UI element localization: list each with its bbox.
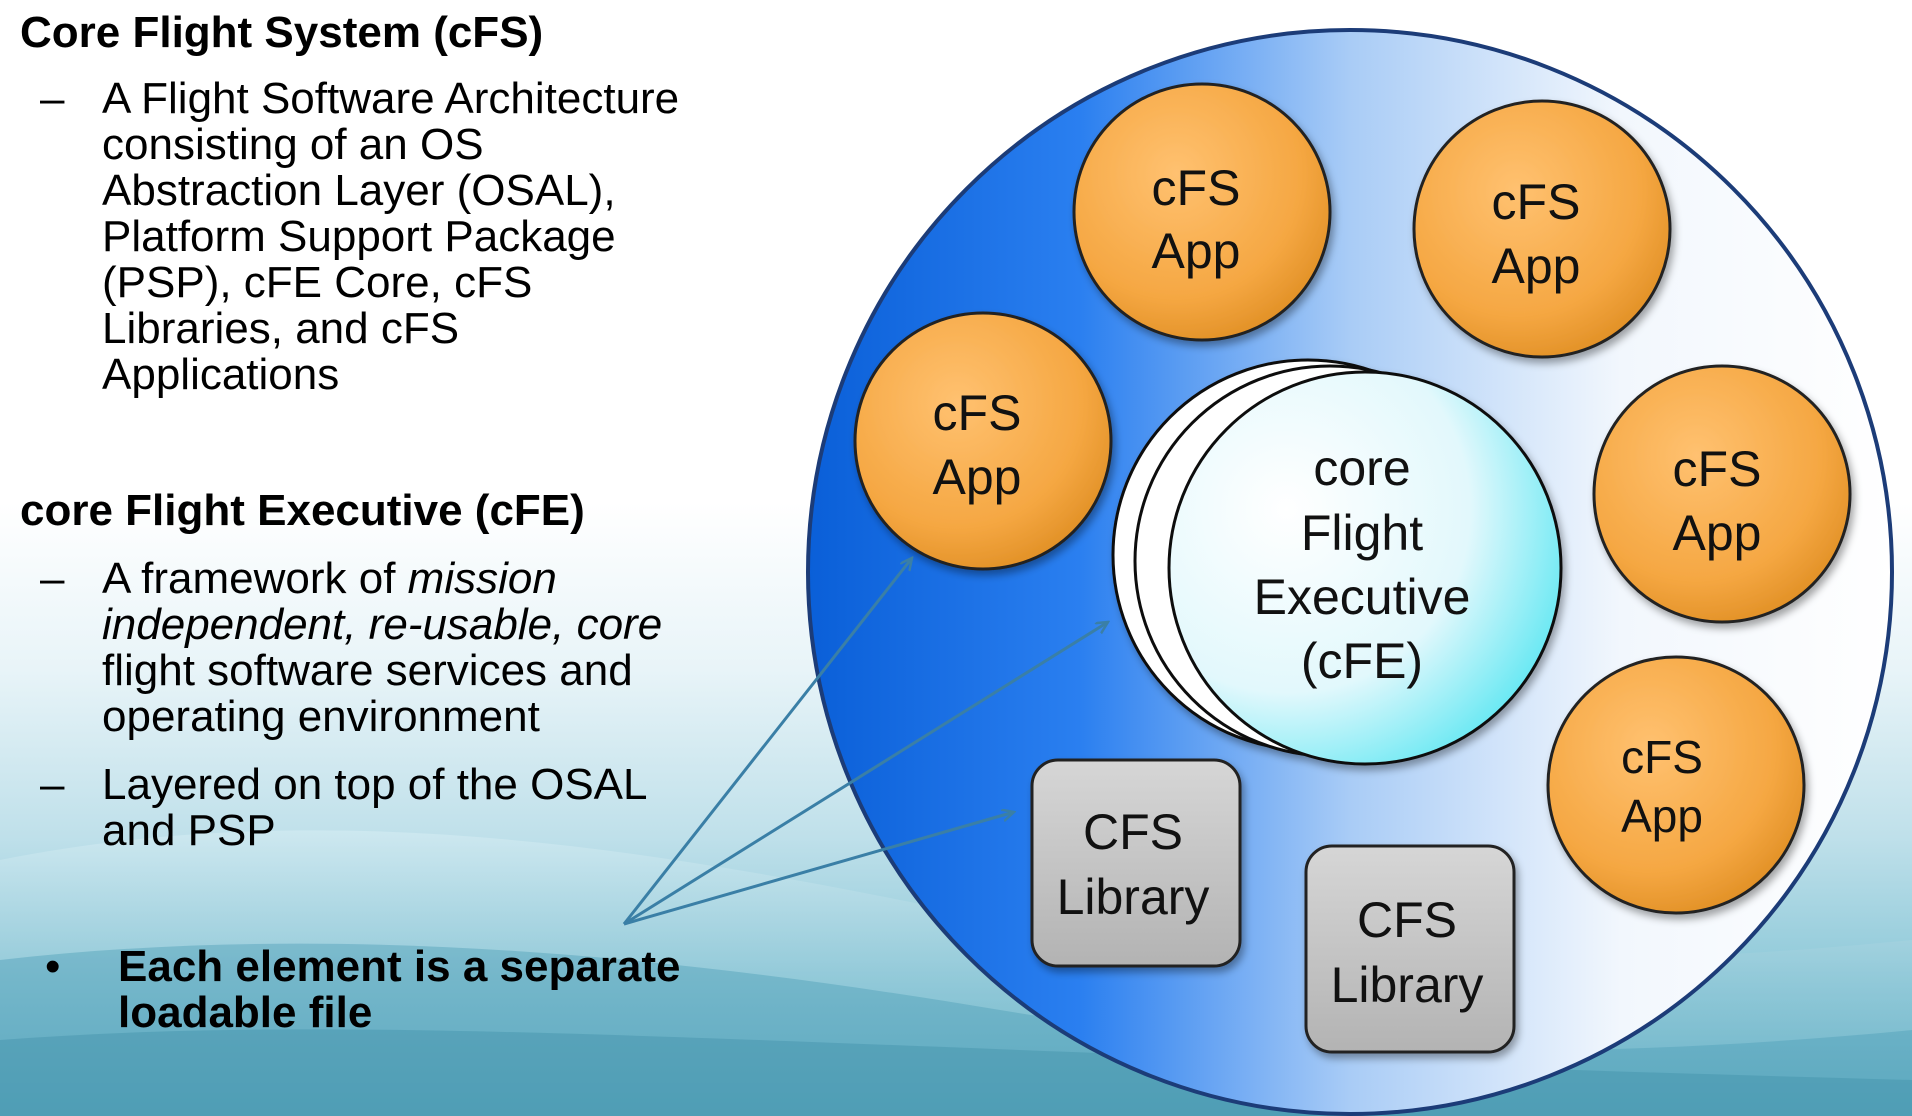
cfs-line-6: Libraries, and cFS: [102, 304, 460, 353]
cfs-heading: Core Flight System (cFS): [20, 8, 544, 57]
cfs-app-1: cFS App: [1072, 82, 1332, 342]
cfs-line-5: (PSP), cFE Core, cFS: [102, 258, 533, 307]
core-label-line-3: Executive: [1254, 569, 1471, 625]
core-label-line-1: core: [1313, 440, 1410, 496]
loadable-file-bullet: • Each element is a separate loadable fi…: [40, 944, 780, 1044]
app-label-line-2: App: [1492, 238, 1581, 294]
app-circle: [1546, 655, 1806, 915]
core-label-line-4: (cFE): [1301, 633, 1423, 689]
app-label-line-2: App: [1621, 790, 1703, 842]
app-label-line-1: cFS: [1152, 160, 1241, 216]
dash-marker: –: [40, 554, 65, 603]
cfe-item2-line-1: Layered on top of the OSAL: [102, 760, 648, 809]
core-label-line-2: Flight: [1301, 505, 1423, 561]
cfe-item1-line-3: flight software services and: [102, 646, 633, 695]
pointer-arrows: [622, 558, 1108, 926]
cfe-heading: core Flight Executive (cFE): [20, 486, 585, 535]
bullet-line-2: loadable file: [118, 988, 373, 1037]
library-box: [1030, 758, 1242, 968]
cfs-line-3: Abstraction Layer (OSAL),: [102, 166, 616, 215]
app-label-line-1: cFS: [933, 385, 1022, 441]
bullet-line-1: Each element is a separate: [118, 942, 681, 991]
cfe-item1-italic-1: mission: [407, 554, 557, 603]
dash-marker: –: [40, 74, 65, 123]
app-label-line-2: App: [1673, 505, 1762, 561]
app-label-line-1: cFS: [1621, 731, 1703, 783]
cfs-line-7: Applications: [102, 350, 340, 399]
cfs-line-4: Platform Support Package: [102, 212, 616, 261]
dash-marker: –: [40, 760, 65, 809]
cfs-line-2: consisting of an OS: [102, 120, 484, 169]
app-circle: [1592, 364, 1852, 624]
app-label-line-2: App: [933, 449, 1022, 505]
cfe-item1-line-4: operating environment: [102, 692, 540, 741]
cfe-layered-item: – Layered on top of the OSAL and PSP: [40, 762, 760, 862]
cfs-description: – A Flight Software Architecture consist…: [40, 76, 760, 406]
app-circle: [1412, 99, 1672, 359]
library-label-line-1: CFS: [1083, 804, 1183, 860]
library-label-line-1: CFS: [1357, 892, 1457, 948]
cfe-core-label: core Flight Executive (cFE): [1254, 440, 1471, 689]
cfs-app-2: cFS App: [1412, 99, 1672, 359]
app-circle: [1072, 82, 1332, 342]
app-label-line-1: cFS: [1492, 174, 1581, 230]
library-label-line-2: Library: [1057, 869, 1210, 925]
arrow-to-core: [623, 622, 1108, 926]
app-circle: [853, 311, 1113, 571]
cfe-item2-line-2: and PSP: [102, 806, 276, 855]
cfs-library-2: CFS Library: [1304, 844, 1516, 1054]
cfs-app-4: cFS App: [1592, 364, 1852, 624]
arrow-to-app: [622, 558, 912, 925]
cfe-item1-italic-2: independent, re-usable, core: [102, 600, 663, 649]
library-box: [1304, 844, 1516, 1054]
cfe-item1-prefix: A framework of: [102, 554, 408, 603]
cfs-app-3: cFS App: [853, 311, 1113, 571]
cfs-app-5: cFS App: [1546, 655, 1806, 915]
text-panel: Core Flight System (cFS) – A Flight Soft…: [0, 0, 780, 1116]
app-label-line-2: App: [1152, 223, 1241, 279]
cfe-framework-item: – A framework of mission independent, re…: [40, 556, 760, 746]
cfe-core-front-layer: [1167, 370, 1563, 766]
cfe-core-stack: [1111, 358, 1563, 766]
cfs-line-1: A Flight Software Architecture: [102, 74, 680, 123]
cfs-library-1: CFS Library: [1030, 758, 1242, 968]
arrow-to-library: [623, 812, 1014, 926]
bullet-dot: •: [45, 942, 61, 991]
app-label-line-1: cFS: [1673, 441, 1762, 497]
library-label-line-2: Library: [1331, 957, 1484, 1013]
